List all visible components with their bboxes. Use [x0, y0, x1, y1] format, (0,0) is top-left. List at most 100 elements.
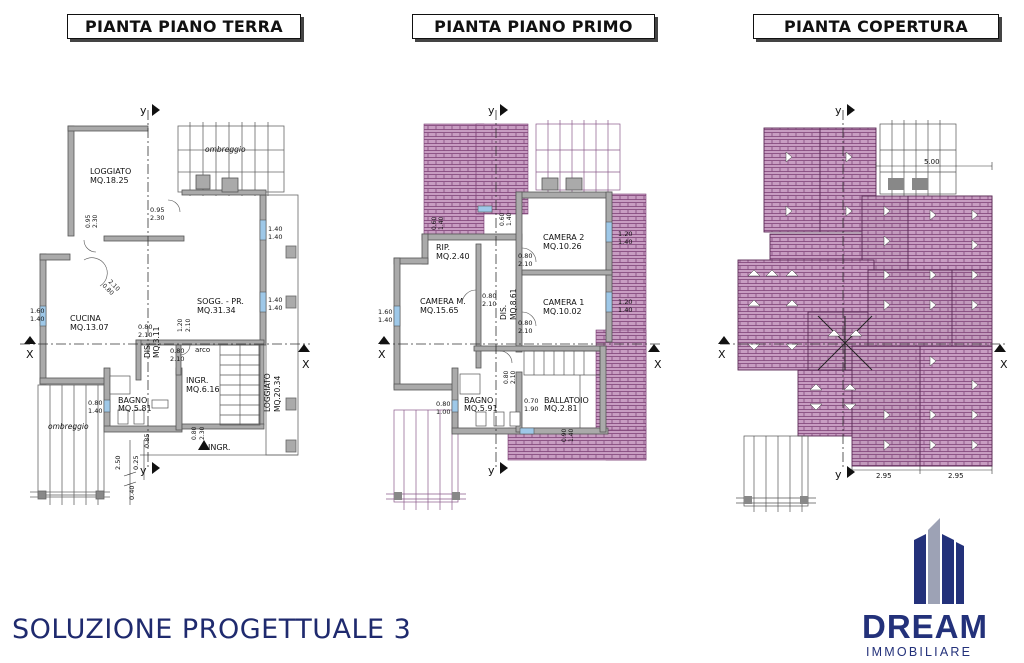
dim-d1: 0.95: [150, 206, 164, 214]
f-dim-g: 1.20: [618, 298, 632, 306]
roof-axis-y-bottom: y: [835, 468, 842, 481]
ground-bathroom-fixtures: [109, 375, 169, 425]
soggiorno-name: SOGG. - PR.: [197, 297, 244, 306]
roof-axis-x-right: X: [1000, 358, 1008, 371]
dim-d7b: 1.40: [88, 407, 102, 415]
ingresso-name: INGR.: [186, 376, 208, 385]
roof-dim-b1: 2.95: [876, 472, 892, 480]
f-dim-j: 0.80: [503, 370, 510, 384]
brand-name: DREAM: [862, 608, 988, 645]
dim-d7: 0.80: [88, 399, 102, 407]
dim-d8: 0.80: [191, 426, 198, 440]
ground-axis-x-right: X: [302, 358, 310, 371]
f-dim-ab: 1.40: [438, 216, 445, 230]
cameraM-name: CAMERA M.: [420, 297, 466, 306]
dim-d2b: 1.40: [268, 233, 282, 241]
ballatoio-area: MQ.2.81: [544, 404, 578, 413]
first-pergola-posts: [394, 492, 460, 500]
dis1-name: DIS.: [499, 305, 508, 320]
ground-floor-plan: LOGGIATO MQ.18.25 ombreggio CUCINA MQ.13…: [20, 104, 310, 505]
ground-axis-markers: [24, 104, 310, 474]
ground-axis-y-bottom: y: [140, 464, 147, 477]
f-dim-gb: 1.40: [618, 306, 632, 314]
ground-axes: [20, 110, 310, 470]
dim-v1: 2.50: [114, 456, 122, 470]
f-dim-eb: 2.10: [482, 300, 496, 308]
ground-axis-y-top: y: [140, 104, 147, 117]
bagno1-name: BAGNO: [464, 396, 493, 405]
ballatoio-name: BALLATOIO: [544, 396, 589, 405]
dim-d5b: 2.10: [138, 331, 152, 339]
cucina-area: MQ.13.07: [70, 323, 109, 332]
f-dim-d: 1.60: [378, 308, 392, 316]
f-dim-h: 0.80: [436, 400, 450, 408]
dim-d8b: 2.30: [199, 426, 206, 440]
first-axes: [380, 110, 660, 470]
f-dim-hb: 1.00: [436, 408, 450, 416]
rip-name: RIP.: [436, 243, 450, 252]
dim-d3b: 1.40: [268, 304, 282, 312]
first-stairs: [523, 350, 601, 428]
dim-v4: 0.40: [128, 486, 136, 500]
first-axis-x-right: X: [654, 358, 662, 371]
roof-axis-x-left: X: [718, 348, 726, 361]
pergola-bottom: [30, 384, 110, 505]
ombreggio-top: ombreggio: [205, 145, 246, 154]
solution-title: SOLUZIONE PROGETTUALE 3: [12, 614, 412, 645]
roof-plan: 5.00 2.95 2.95 y X X y: [718, 104, 1008, 512]
f-dim-l: 0.60: [499, 212, 506, 226]
bagno1-area: MQ.5.91: [464, 404, 498, 413]
title-roof: PIANTA COPERTURA: [753, 14, 999, 39]
roof-axis-y-top: y: [835, 104, 842, 117]
dim-d11b: 2.10: [185, 318, 192, 332]
cameraM-area: MQ.15.65: [420, 306, 459, 315]
f-dim-c: 1.20: [618, 230, 632, 238]
ground-doors: [83, 199, 191, 356]
soggiorno-area: MQ.31.34: [197, 306, 236, 315]
arco-label: arco: [195, 346, 210, 354]
dim-d3: 1.40: [268, 296, 282, 304]
roof-axes: [720, 110, 1006, 470]
f-dim-lb: 1.40: [506, 212, 513, 226]
first-axis-y-top: y: [488, 104, 495, 117]
title-ground-floor: PIANTA PIANO TERRA: [67, 14, 301, 39]
ingresso-area: MQ.6.16: [186, 385, 220, 394]
dim-v2: 0.25: [132, 456, 140, 470]
roof-pergola-posts: [744, 178, 928, 504]
first-axis-markers: [378, 104, 660, 474]
roof-dim-b2: 2.95: [948, 472, 964, 480]
f-dim-i: 0.70: [524, 397, 538, 405]
ground-bottom-dims: [123, 440, 145, 505]
f-dim-k: 0.90: [561, 428, 568, 442]
roof-dim-top: 5.00: [924, 158, 940, 166]
loggiato1-name: LOGGIATO: [90, 167, 131, 176]
bagno-area: MQ.5.81: [118, 404, 152, 413]
dim-d5: 0.80: [138, 323, 152, 331]
ombreggio-bottom: ombreggio: [48, 422, 89, 431]
f-dim-b: 0.80: [518, 252, 532, 260]
ground-axis-x-left: X: [26, 348, 34, 361]
f-dim-f: 0.80: [518, 319, 532, 327]
rip-area: MQ.2.40: [436, 252, 470, 261]
dis-name: DIS.: [143, 343, 152, 358]
dim-v3: 0.85: [143, 434, 151, 448]
first-floor-plan: RIP. MQ.2.40 CAMERA 2 MQ.10.26 CAMERA M.…: [378, 104, 662, 510]
ground-stairs: [219, 344, 261, 426]
f-dim-fb: 2.10: [518, 327, 532, 335]
ground-windows: [39, 219, 267, 413]
dim-d9b: 2.30: [92, 214, 99, 228]
dim-d4b: 1.40: [30, 315, 44, 323]
loggiato-right-outline: [140, 194, 299, 456]
dim-d1b: 2.30: [150, 214, 164, 222]
f-dim-cb: 1.40: [618, 238, 632, 246]
loggiato1-area: MQ.18.25: [90, 176, 129, 185]
camera1-area: MQ.10.02: [543, 307, 582, 316]
cucina-name: CUCINA: [70, 314, 101, 323]
roof-tile-areas: [737, 127, 993, 467]
f-dim-kb: 1.40: [568, 428, 575, 442]
camera2-area: MQ.10.26: [543, 242, 582, 251]
camera2-name: CAMERA 2: [543, 233, 584, 242]
camera1-name: CAMERA 1: [543, 298, 584, 307]
roof-hip-lines: [817, 315, 873, 371]
